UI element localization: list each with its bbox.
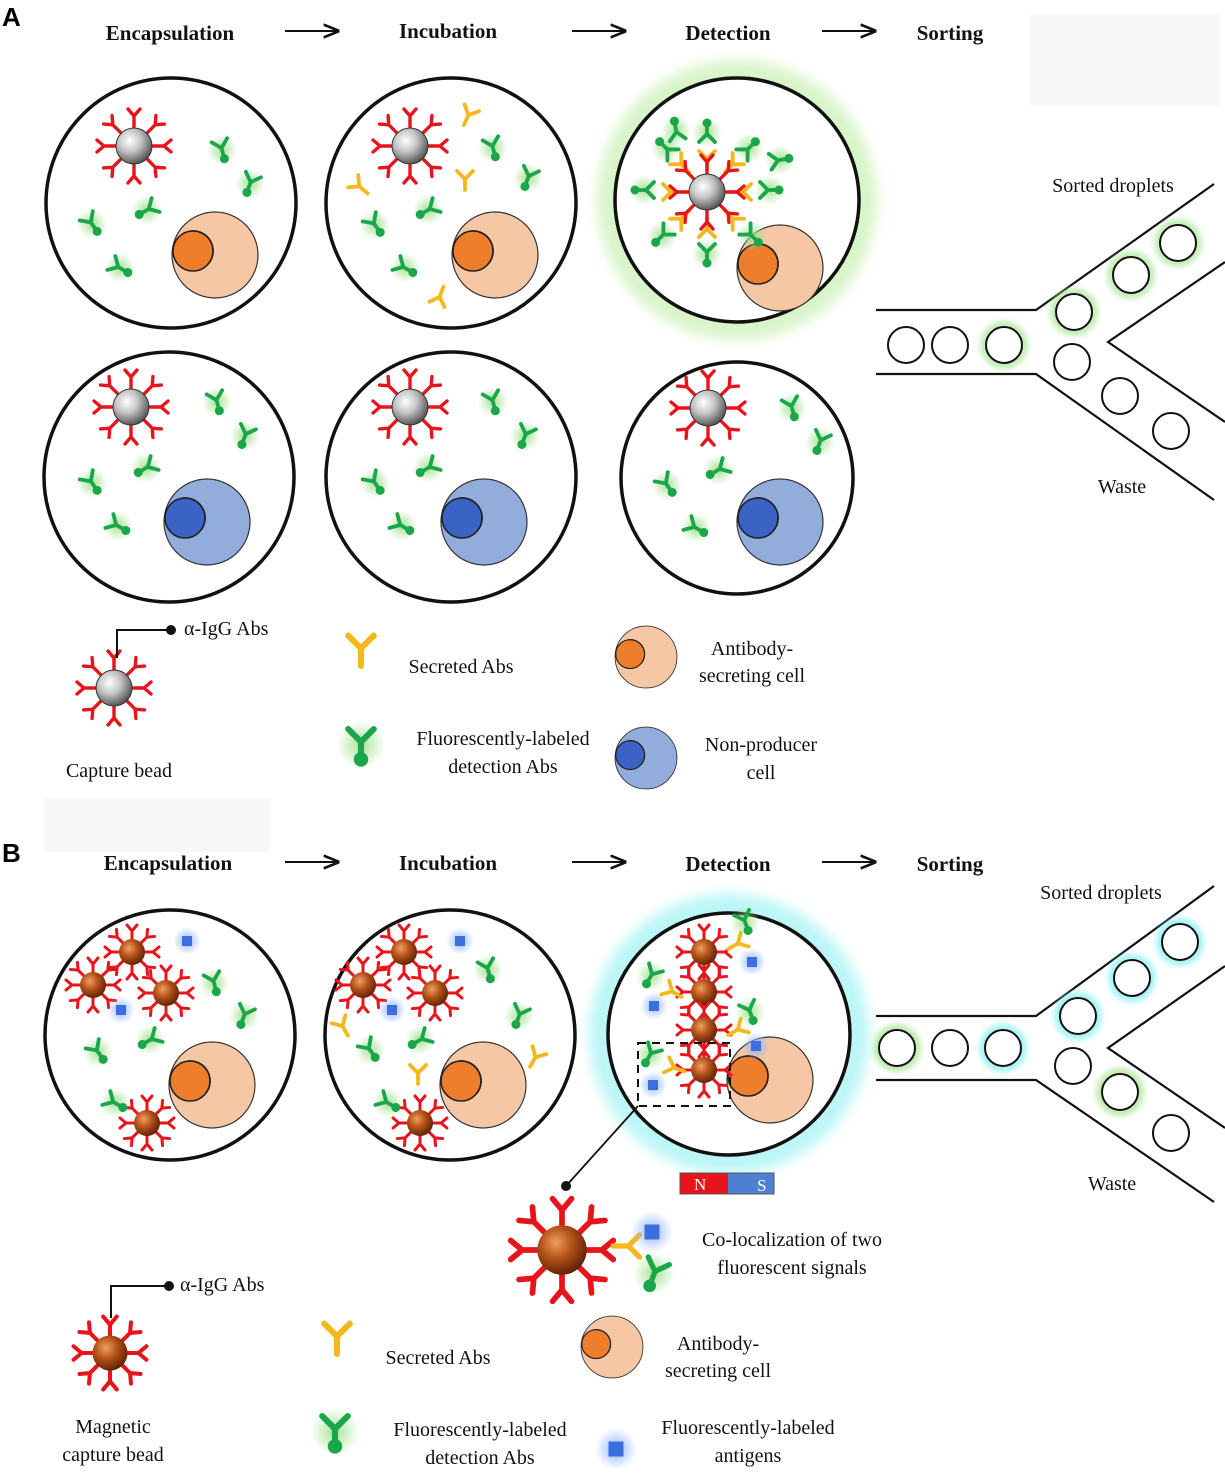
- magnet-south: S: [757, 1176, 766, 1195]
- pointer-dot: [166, 625, 176, 635]
- legend-nonproducer-1: Non-producer: [705, 734, 818, 756]
- pointer-dot: [164, 1281, 174, 1291]
- waste-label: Waste: [1088, 1173, 1136, 1195]
- droplet-green: [878, 1029, 916, 1067]
- droplet-empty: [1101, 377, 1139, 415]
- panel-b: B Encapsulation Incubation Detection Sor…: [2, 798, 1225, 1470]
- asc-cell-icon: [580, 1315, 644, 1379]
- legend-secreted-abs: Secreted Abs: [386, 1347, 491, 1369]
- legend-b: α-IgG Abs Magnetic capture bead Secreted…: [62, 1274, 835, 1470]
- legend-asc-2: secreting cell: [699, 665, 805, 687]
- legend-antigens-2: antigens: [715, 1445, 782, 1467]
- droplet-incubation-b: [323, 908, 577, 1162]
- zoom-dot: [561, 1181, 571, 1191]
- panel-a-letter: A: [2, 2, 21, 32]
- droplet-empty: [1054, 1047, 1092, 1085]
- capture-bead-icon: [77, 651, 151, 725]
- inset-label-2: fluorescent signals: [717, 1257, 867, 1279]
- legend-a: α-IgG Abs Capture bead Secreted Abs Fluo…: [66, 618, 818, 790]
- droplet-encapsulation-producer: [44, 76, 298, 330]
- secreted-antibody-icon: [324, 1324, 350, 1354]
- legend-asc-1: Antibody-: [677, 1333, 759, 1355]
- legend-detection-abs-1: Fluorescently-labeled: [416, 728, 589, 750]
- droplet-positive: [985, 326, 1023, 364]
- droplet-cyan: [1161, 923, 1199, 961]
- droplet-empty: [1152, 1114, 1190, 1152]
- step-encapsulation: Encapsulation: [106, 21, 235, 45]
- sorted-droplets-label: Sorted droplets: [1052, 175, 1174, 197]
- asc-cell-icon: [614, 625, 678, 689]
- legend-secreted-abs: Secreted Abs: [409, 656, 514, 678]
- droplet-detection-producer: [597, 60, 877, 340]
- sorting-channel-b: Sorted droplets Waste: [873, 882, 1225, 1203]
- droplet-green: [1101, 1073, 1139, 1111]
- inset-label-1: Co-localization of two: [702, 1229, 882, 1251]
- pointer-line: [110, 1285, 168, 1318]
- antigen-icon: [595, 1428, 637, 1470]
- legend-detection-abs-1: Fluorescently-labeled: [393, 1419, 566, 1441]
- droplet-incubation-producer: [324, 76, 578, 330]
- zoom-box: [637, 1042, 731, 1107]
- panel-b-letter: B: [2, 838, 21, 868]
- step-incubation: Incubation: [399, 851, 497, 875]
- legend-nonproducer-2: cell: [747, 762, 776, 784]
- droplet-cyan: [1113, 959, 1151, 997]
- legend-asc-2: secreting cell: [665, 1360, 771, 1382]
- sorted-droplets-label: Sorted droplets: [1040, 882, 1162, 904]
- droplet-encapsulation-b: [43, 908, 297, 1162]
- zoom-line: [565, 1105, 639, 1187]
- magnet-north: N: [694, 1175, 706, 1194]
- legend-alpha-igg: α-IgG Abs: [180, 1274, 265, 1296]
- placeholder-box: [1030, 14, 1220, 106]
- droplet-positive: [1159, 224, 1197, 262]
- step-encapsulation: Encapsulation: [104, 851, 233, 875]
- placeholder-box: [44, 798, 270, 852]
- step-sorting: Sorting: [917, 852, 984, 876]
- legend-alpha-igg: α-IgG Abs: [184, 618, 269, 640]
- droplet-positive: [1112, 256, 1150, 294]
- droplet-empty: [931, 1029, 969, 1067]
- droplet-cyan: [984, 1029, 1022, 1067]
- step-sorting: Sorting: [917, 21, 984, 45]
- step-incubation: Incubation: [399, 19, 497, 43]
- legend-capture-bead: Capture bead: [66, 760, 172, 782]
- sorting-channel-a: Sorted droplets Waste: [876, 175, 1225, 501]
- pointer-line: [116, 629, 170, 658]
- droplet-empty: [931, 326, 969, 364]
- legend-bead-1: Magnetic: [75, 1416, 151, 1438]
- magnet-icon: N S: [679, 1172, 775, 1195]
- magnetic-bead-icon: [74, 1317, 147, 1390]
- step-detection: Detection: [685, 852, 770, 876]
- step-detection: Detection: [685, 21, 770, 45]
- legend-antigens-1: Fluorescently-labeled: [661, 1417, 834, 1439]
- legend-bead-2: capture bead: [62, 1444, 164, 1466]
- droplet-cyan: [1059, 997, 1097, 1035]
- droplet-empty: [1152, 412, 1190, 450]
- nonproducer-cell-icon: [614, 726, 678, 790]
- inset-colocalization: Co-localization of two fluorescent signa…: [511, 1199, 882, 1302]
- secreted-antibody-icon: [348, 636, 374, 666]
- detection-antibody-icon: [311, 1408, 359, 1456]
- detection-antibody-icon: [337, 721, 385, 769]
- legend-detection-abs-2: detection Abs: [425, 1447, 535, 1469]
- waste-label: Waste: [1098, 476, 1146, 498]
- legend-detection-abs-2: detection Abs: [448, 756, 558, 778]
- legend-asc-1: Antibody-: [711, 638, 793, 660]
- droplet-incubation-nonproducer: [324, 350, 578, 604]
- droplet-positive: [1055, 293, 1093, 331]
- droplet-empty: [887, 326, 925, 364]
- droplet-detection-nonproducer: [619, 360, 855, 596]
- droplet-detection-b: [561, 894, 869, 1191]
- droplet-empty: [1053, 343, 1091, 381]
- droplet-encapsulation-nonproducer: [42, 350, 296, 604]
- panel-a: A Encapsulation Incubation Detection Sor…: [2, 2, 1225, 790]
